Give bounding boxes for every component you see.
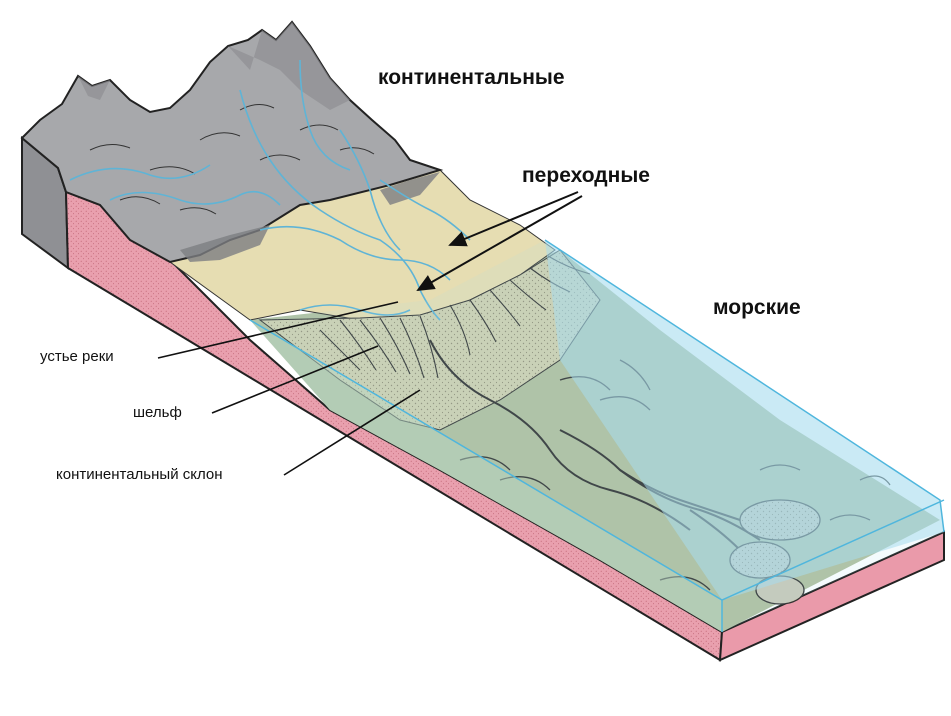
label-continental: континентальные <box>378 66 565 89</box>
label-continental-slope: континентальный склон <box>56 466 223 483</box>
label-transitional: переходные <box>522 164 650 187</box>
water-back-edge <box>544 239 945 533</box>
mountain-hachures <box>89 104 375 215</box>
label-marine: морские <box>713 296 801 319</box>
sea-water-surface <box>545 240 944 600</box>
mountain-foot-shadow <box>180 225 270 262</box>
mountain-foot-shadow-2 <box>380 172 440 205</box>
rock-end-section <box>718 530 945 662</box>
label-river-mouth: устье реки <box>40 348 114 365</box>
mountain-shadow <box>228 22 350 110</box>
arrow-transitional-2 <box>416 195 583 291</box>
leader-river-mouth <box>157 301 399 359</box>
sea-water-front <box>250 320 722 632</box>
leader-shelf <box>211 345 379 414</box>
leader-continental-slope <box>283 389 421 476</box>
arrow-transitional-1 <box>448 191 579 247</box>
mountain-peak-shadow <box>78 76 110 100</box>
label-shelf: шельф <box>133 404 182 421</box>
